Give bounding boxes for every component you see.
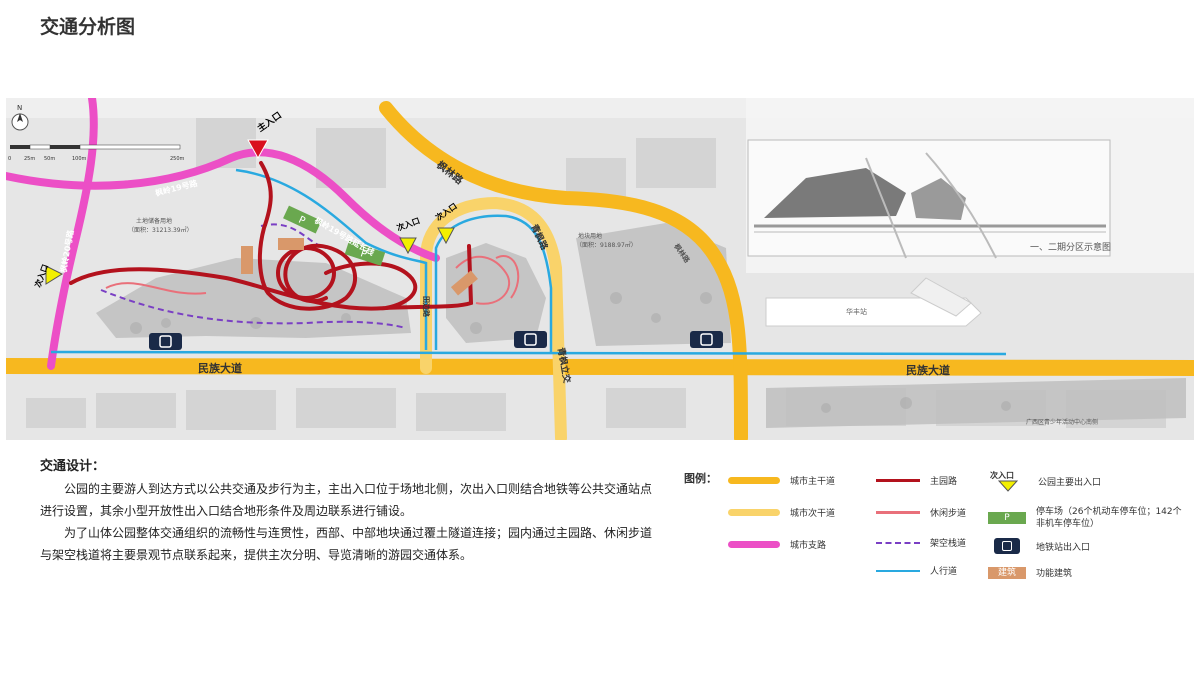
traffic-map: 一、二期分区示意图 华丰站 (6, 98, 1194, 440)
legend-item-elevated-walkway: 架空栈道 (876, 536, 966, 549)
legend-item-metro: 地铁站出入口 (988, 538, 1090, 554)
city-secondary-roads (420, 196, 567, 440)
svg-text:0: 0 (8, 156, 11, 162)
label-tianbian: 田边路 (422, 296, 431, 318)
secondary-road-swatch (728, 509, 780, 516)
park-main-road-swatch (876, 479, 920, 482)
label-minzu-right: 民族大道 (906, 363, 950, 377)
entrance-icon: 次入口 (988, 470, 1028, 492)
metro-entrances (149, 331, 723, 350)
legend-item-leisure-trail: 休闲步道 (876, 506, 966, 519)
station-building: 华丰站 (765, 277, 982, 327)
traffic-description: 交通设计： 公园的主要游人到达方式以公共交通及步行为主，主出入口位于场地北侧，次… (40, 456, 660, 566)
metro-entrance-2 (514, 331, 547, 348)
park-main-road (69, 161, 474, 311)
svg-text:P: P (297, 215, 307, 228)
legend-item-secondary-road: 城市次干道 (728, 506, 835, 519)
legend: 图例： 城市主干道 城市次干道 城市支路 主园路 休闲步道 架空栈道 人行道 次… (684, 470, 1184, 590)
scale-bar: 0 25m 50m 100m 250m (8, 144, 185, 162)
svg-text:（面积：9188.97㎡）: （面积：9188.97㎡） (576, 241, 637, 249)
legend-item-sidewalk: 人行道 (876, 564, 957, 577)
parcel-labels: 土地储备用地 （面积：31213.39㎡） 地块用地 （面积：9188.97㎡）… (128, 217, 1098, 426)
elevated-walkway-swatch (876, 541, 920, 544)
svg-text:地块用地: 地块用地 (578, 232, 602, 240)
building-3 (450, 270, 478, 296)
svg-text:250m: 250m (170, 156, 185, 162)
label-minzu-left: 民族大道 (198, 361, 242, 375)
metro-icon (994, 538, 1020, 554)
city-main-roads (6, 101, 1194, 440)
legend-item-park-main-road: 主园路 (876, 474, 957, 487)
metro-entrance-1 (149, 333, 182, 350)
parking-2 (344, 240, 386, 266)
svg-text:25m: 25m (24, 156, 35, 162)
legend-item-branch-road: 城市支路 (728, 538, 826, 551)
station-label: 华丰站 (846, 307, 867, 316)
parking-1 (283, 205, 322, 234)
legend-item-main-road: 城市主干道 (728, 474, 835, 487)
leisure-trail-swatch (876, 511, 920, 514)
parking-lots: P P (283, 205, 386, 266)
legend-item-function-building: 建筑 功能建筑 (988, 566, 1072, 579)
svg-text:N: N (17, 104, 22, 112)
fenglin-road (379, 101, 748, 440)
legend-title: 图例： (684, 472, 717, 485)
main-road-swatch (728, 477, 780, 484)
city-blocks (26, 118, 1166, 431)
svg-text:P: P (359, 248, 368, 260)
description-paragraph-1: 公园的主要游人到达方式以公共交通及步行为主，主出入口位于场地北侧，次出入口则结合… (40, 482, 653, 518)
description-heading: 交通设计： (40, 459, 106, 474)
legend-item-parking: P 停车场（26个机动车停车位；142个非机车停车位） (988, 506, 1188, 530)
svg-text:土地储备用地: 土地储备用地 (136, 217, 172, 225)
metro-entrance-3 (690, 331, 723, 348)
description-paragraph-2: 为了山体公园整体交通组织的流畅性与连贯性，西部、中部地块通过覆土隧道连接；园内通… (40, 526, 653, 562)
city-branch-roads (6, 98, 440, 370)
parking-icon: P (988, 512, 1026, 524)
inset-caption: 一、二期分区示意图 (1030, 241, 1111, 253)
building-icon: 建筑 (988, 566, 1026, 579)
function-buildings (241, 238, 478, 296)
north-arrow-and-scale: N 0 25m 50m 100m 250m (8, 104, 185, 162)
building-2 (278, 238, 304, 250)
sidewalk-swatch (876, 569, 920, 572)
svg-text:50m: 50m (44, 156, 55, 162)
leisure-trails (105, 255, 520, 305)
svg-text:100m: 100m (72, 156, 87, 162)
inset-map: 一、二期分区示意图 (747, 139, 1111, 259)
branch-road-swatch (728, 541, 780, 548)
page-title: 交通分析图 (40, 16, 136, 38)
building-1 (241, 246, 253, 274)
legend-item-park-entrance: 次入口 公园主要出入口 (988, 470, 1101, 492)
svg-text:广西区青少年活动中心南侧: 广西区青少年活动中心南侧 (1026, 418, 1098, 426)
minzu-avenue (6, 358, 1194, 376)
svg-text:（面积：31213.39㎡）: （面积：31213.39㎡） (128, 226, 193, 234)
